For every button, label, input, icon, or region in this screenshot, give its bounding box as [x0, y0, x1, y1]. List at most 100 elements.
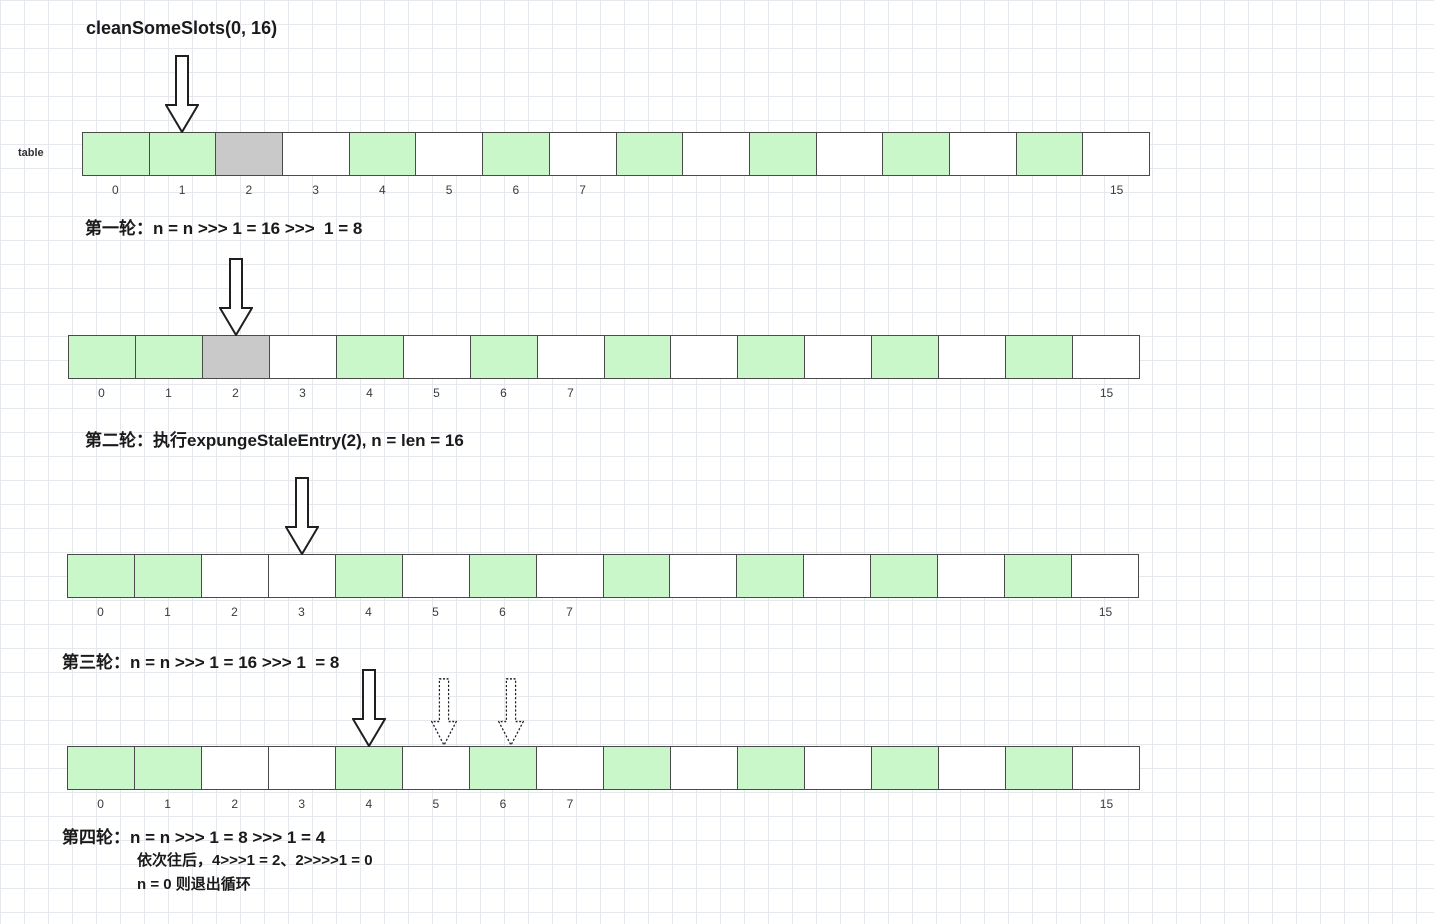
index-label: 2: [231, 797, 238, 811]
slot-cell-13-empty: [939, 336, 1007, 378]
slot-bar: [68, 335, 1140, 379]
index-label: 15: [1099, 797, 1114, 811]
slot-cell-8-green: [604, 747, 671, 789]
slot-cell-4-green: [335, 555, 403, 597]
slot-cell-10-green: [738, 747, 805, 789]
index-label: 5: [433, 386, 440, 400]
index-label: 2: [231, 605, 238, 619]
index-label: [604, 386, 671, 400]
index-label: 3: [298, 605, 305, 619]
index-label: 1: [165, 386, 172, 400]
slot-cell-12-green: [872, 747, 939, 789]
index-label: 0: [112, 183, 119, 197]
index-label: [671, 386, 738, 400]
index-label: 4: [365, 797, 373, 811]
index-label: [804, 605, 871, 619]
slot-cell-6-green: [470, 747, 537, 789]
index-label: [737, 605, 804, 619]
index-label: 0: [97, 605, 104, 619]
slot-cell-9-empty: [671, 747, 738, 789]
index-label: [871, 605, 938, 619]
index-label: 1: [164, 605, 171, 619]
slot-cell-9-empty: [671, 336, 739, 378]
index-label: 4: [379, 183, 386, 197]
caption-round-4-line-3: n = 0 则退出循环: [137, 876, 251, 893]
index-label: [816, 183, 883, 197]
index-label: 6: [499, 605, 506, 619]
slot-cell-9-empty: [683, 133, 750, 175]
index-label: [738, 797, 805, 811]
caption-round-2: 第二轮：执行expungeStaleEntry(2), n = len = 16: [85, 431, 464, 450]
index-label: 15: [1099, 386, 1114, 400]
index-label: 0: [97, 797, 104, 811]
index-label: 7: [566, 797, 574, 811]
slot-cell-8-green: [604, 336, 672, 378]
index-label: 15: [1109, 183, 1124, 197]
slot-cell-7-empty: [549, 133, 617, 175]
dotted-down-arrow-icon: [430, 678, 458, 747]
index-label: [671, 797, 738, 811]
slot-cell-6-green: [470, 336, 538, 378]
slot-cell-1-green: [149, 133, 217, 175]
index-label: 6: [512, 183, 520, 197]
slot-cell-6-green: [469, 555, 537, 597]
index-label: 1: [164, 797, 171, 811]
index-label: 5: [432, 797, 440, 811]
index-label: 15: [1098, 605, 1113, 619]
index-label: [683, 183, 750, 197]
slot-cell-2-gray: [202, 336, 270, 378]
slot-cell-11-empty: [804, 555, 872, 597]
slot-cell-15-empty: [1073, 336, 1139, 378]
index-label: 5: [445, 183, 453, 197]
index-label: [872, 386, 939, 400]
index-label: [1017, 183, 1084, 197]
slot-cell-2-empty: [202, 747, 269, 789]
slot-cell-3-empty: [268, 555, 336, 597]
index-label: 6: [499, 797, 507, 811]
slot-cell-1-green: [135, 747, 202, 789]
index-label: [603, 605, 670, 619]
index-label: [883, 183, 950, 197]
caption-round-1: 第一轮：n = n >>> 1 = 16 >>> 1 = 8: [85, 219, 363, 238]
slot-cell-13-empty: [938, 555, 1006, 597]
slot-cell-14-green: [1016, 133, 1084, 175]
slot-cell-11-empty: [805, 336, 873, 378]
index-label: [950, 183, 1017, 197]
index-label: [738, 386, 805, 400]
slot-cell-6-green: [483, 133, 550, 175]
slot-cell-0-green: [68, 747, 135, 789]
index-label: 4: [365, 605, 372, 619]
slot-cell-10-green: [737, 555, 805, 597]
slot-cell-7-empty: [537, 747, 604, 789]
slot-cell-0-green: [69, 336, 136, 378]
slot-cell-0-green: [68, 555, 135, 597]
slot-cell-14-green: [1005, 555, 1073, 597]
slot-cell-5-empty: [403, 747, 470, 789]
index-label: 1: [178, 183, 186, 197]
slot-cell-10-green: [738, 336, 806, 378]
index-label: 2: [245, 183, 253, 197]
index-label: 7: [567, 386, 574, 400]
slot-cell-10-green: [749, 133, 817, 175]
index-label: [670, 605, 737, 619]
index-label: [604, 797, 671, 811]
slot-cell-13-empty: [949, 133, 1017, 175]
down-arrow-icon: [164, 55, 200, 134]
slot-cell-1-green: [135, 336, 203, 378]
slot-cell-4-green: [336, 336, 404, 378]
slot-bar: [82, 132, 1150, 176]
slot-cell-4-green: [336, 747, 403, 789]
slot-cell-9-empty: [670, 555, 738, 597]
down-arrow-icon: [283, 477, 320, 556]
slot-cell-12-green: [872, 336, 940, 378]
slot-cell-0-green: [83, 133, 150, 175]
index-label: [938, 605, 1005, 619]
slot-cell-15-empty: [1073, 747, 1139, 789]
index-label: 3: [299, 386, 306, 400]
index-label: [1006, 797, 1073, 811]
index-label: [1005, 605, 1072, 619]
